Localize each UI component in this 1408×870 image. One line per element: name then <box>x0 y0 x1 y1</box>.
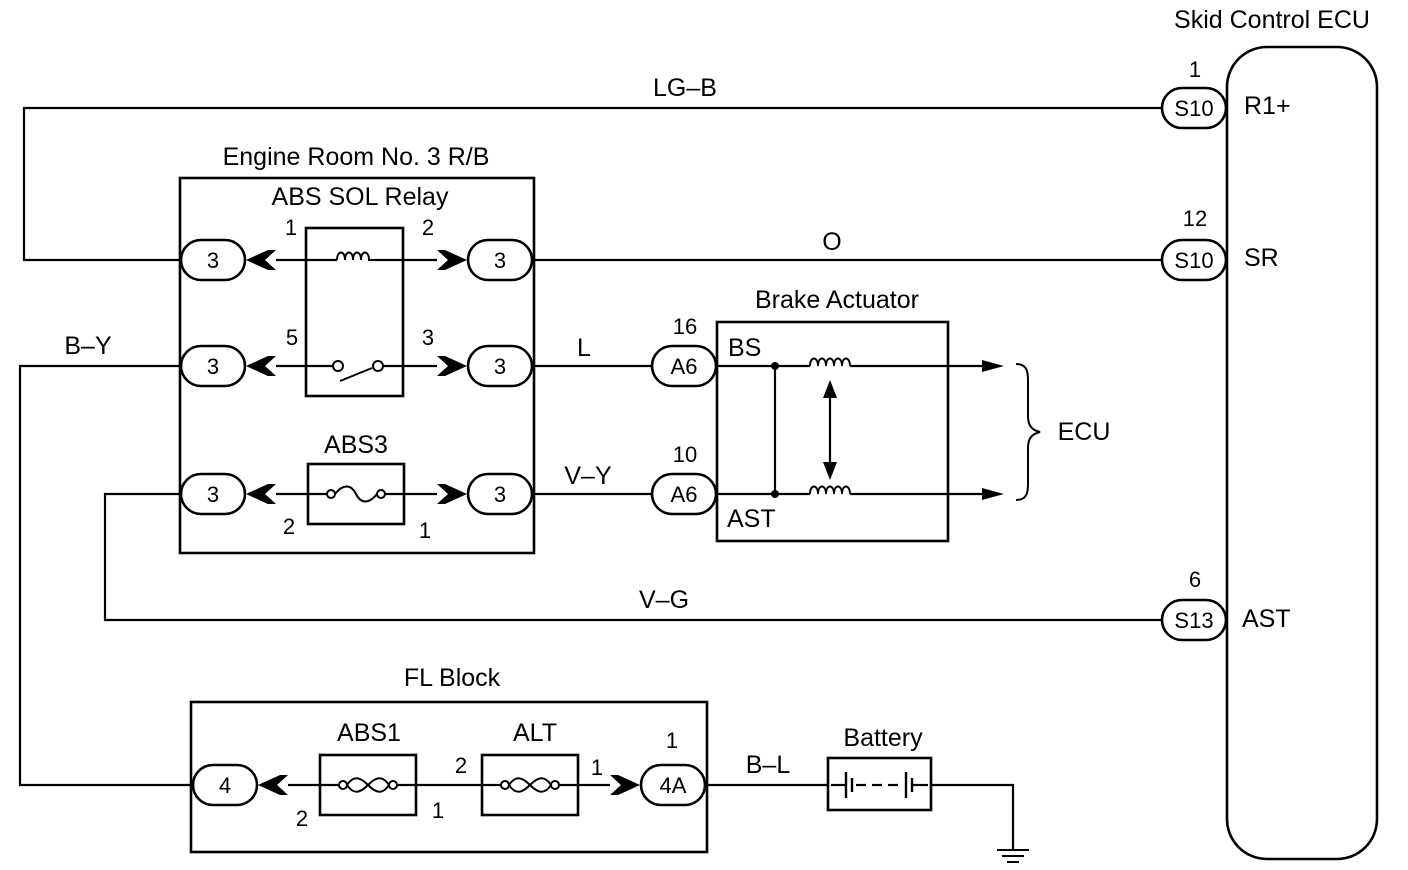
brake-actuator: Brake Actuator 16 A6 10 A6 BS AST ECU <box>650 286 1111 543</box>
fl-block: FL Block 4 1 4A ABS1 ALT <box>189 664 709 854</box>
actuator-pin-bs: 16 <box>673 314 697 339</box>
er-connector-right-2 <box>466 344 534 388</box>
wire-label-v-y: V–Y <box>564 462 612 490</box>
relay-pin-3: 3 <box>422 325 434 350</box>
fl-connector-left <box>191 763 259 807</box>
abs3-pin-right: 1 <box>419 518 431 543</box>
er-left-terminal-arrows <box>246 250 276 504</box>
fl-connector-right <box>639 763 707 807</box>
ecu-connector-label-ast: S13 <box>1174 608 1213 633</box>
battery-label: Battery <box>843 724 923 752</box>
ground-symbol <box>997 849 1029 863</box>
relay-switch-arm <box>339 367 373 382</box>
er-connector-left-3 <box>179 472 247 516</box>
wire-label-lg-b: LG–B <box>653 74 717 102</box>
relay-pin-2: 2 <box>422 215 434 240</box>
actuator-terminal-bs: BS <box>728 334 761 362</box>
actuator-to-ecu-label: ECU <box>1058 418 1111 446</box>
ecu-brace-icon <box>1015 363 1041 501</box>
abs1-fuse-label: ABS1 <box>337 719 401 747</box>
er-connector-left-2 <box>179 344 247 388</box>
actuator-pin-ast: 10 <box>673 442 697 467</box>
fl-connector-right-label: 4A <box>660 773 687 798</box>
wire-v-g <box>103 492 1162 622</box>
abs-sol-relay-label: ABS SOL Relay <box>272 183 449 211</box>
actuator-junction-top <box>771 362 779 370</box>
engine-room-rb: Engine Room No. 3 R/B ABS SOL Relay 3 3 … <box>178 143 536 555</box>
wires: LG–B O B–Y L V–Y V–G B–L <box>18 74 1162 863</box>
abs3-pin-left: 2 <box>283 514 295 539</box>
er-connector-left-1 <box>179 238 247 282</box>
ecu-title: Skid Control ECU <box>1174 6 1370 34</box>
er-right-terminal-arrows <box>437 250 467 504</box>
fl-connector-left-label: 4 <box>219 773 231 798</box>
actuator-connector-ast-label: A6 <box>671 482 698 507</box>
ecu-pin-r1: 1 <box>1189 57 1201 82</box>
relay-pin-5: 5 <box>286 325 298 350</box>
er-connector-left-1-label: 3 <box>207 248 219 273</box>
wire-label-l: L <box>577 334 591 362</box>
relay-contact-left <box>332 360 344 372</box>
fl-block-title: FL Block <box>404 664 501 692</box>
brake-actuator-title: Brake Actuator <box>755 286 919 314</box>
abs1-pin-left: 2 <box>296 806 308 831</box>
actuator-connector-bs-label: A6 <box>671 354 698 379</box>
abs1-pin-right: 1 <box>432 798 444 823</box>
fl-left-terminal-arrow <box>258 775 288 795</box>
er-connector-right-2-label: 3 <box>494 354 506 379</box>
actuator-terminal-ast: AST <box>727 505 776 533</box>
actuator-coupling-arrow <box>823 380 837 480</box>
er-connector-left-2-label: 3 <box>207 354 219 379</box>
er-connector-left-3-label: 3 <box>207 482 219 507</box>
abs3-fuse-icon <box>326 485 386 503</box>
abs1-fusible-link-icon <box>338 777 398 793</box>
abs-sol-relay-box <box>304 226 405 398</box>
ecu-pin-sr: 12 <box>1183 206 1207 231</box>
ecu-terminal-sr: SR <box>1244 244 1279 272</box>
er-connector-right-1-label: 3 <box>494 248 506 273</box>
wire-label-v-g: V–G <box>639 586 689 614</box>
wire-ground <box>930 783 1015 850</box>
engine-room-title: Engine Room No. 3 R/B <box>223 143 490 171</box>
wire-label-b-l: B–L <box>746 751 791 779</box>
ecu-connector-label-sr: S10 <box>1174 248 1213 273</box>
wire-b-y <box>18 364 193 787</box>
arrow-to-ecu-bottom <box>982 488 1004 500</box>
ecu-connector-label-r1: S10 <box>1174 96 1213 121</box>
relay-coil-icon <box>336 251 375 261</box>
fl-block-box <box>189 700 709 854</box>
wire-lg-b <box>22 106 1162 262</box>
ecu-body <box>1225 45 1379 861</box>
actuator-coil-top-icon <box>809 357 851 367</box>
skid-control-ecu: Skid Control ECU 1 S10 R1+ 12 S10 SR 6 S… <box>1160 6 1379 861</box>
wire-label-b-y: B–Y <box>64 332 112 360</box>
ecu-terminal-ast: AST <box>1242 605 1291 633</box>
ecu-terminal-r1-plus: R1+ <box>1244 92 1291 120</box>
alt-pin-right: 1 <box>591 755 603 780</box>
er-connector-right-3 <box>466 472 534 516</box>
wire-label-o: O <box>822 228 841 256</box>
ecu-pin-ast: 6 <box>1189 567 1201 592</box>
fl-connector-right-pin: 1 <box>666 728 678 753</box>
fl-right-terminal-arrow <box>610 775 640 795</box>
er-connector-right-1 <box>466 238 534 282</box>
alt-fuse-label: ALT <box>513 719 557 747</box>
relay-pin-1: 1 <box>285 215 297 240</box>
relay-contact-right <box>372 360 384 372</box>
battery: Battery <box>826 724 933 812</box>
er-connector-right-3-label: 3 <box>494 482 506 507</box>
abs3-fuse-label: ABS3 <box>324 431 388 459</box>
battery-icon <box>831 772 928 798</box>
actuator-coil-bottom-icon <box>809 485 851 495</box>
actuator-junction-bottom <box>771 490 779 498</box>
arrow-to-ecu-top <box>982 360 1004 372</box>
alt-pin-left: 2 <box>455 753 467 778</box>
